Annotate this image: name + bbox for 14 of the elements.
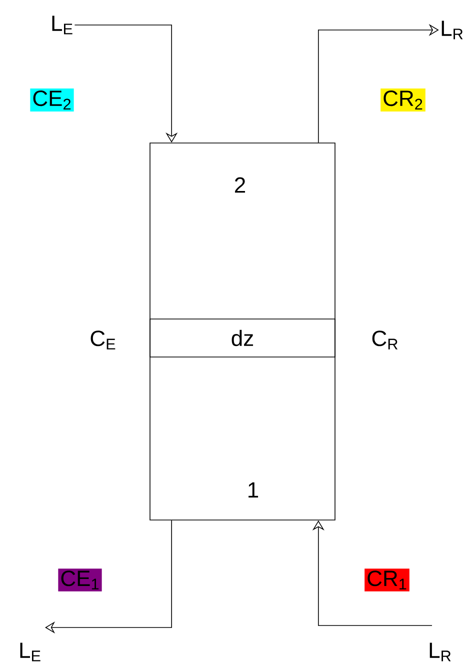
concentration-label: C$_{R}$ [372,330,398,350]
concentration-label: C$_{E}$ [90,330,116,350]
highlighted-label: CE$_{1}$ [58,568,102,592]
stream-label: L$_{E}$ [20,642,40,662]
slice-band: dz [150,318,336,358]
stream-label: L$_{R}$ [442,20,463,40]
arrow [45,520,172,634]
highlighted-label: CR$_{1}$ [364,568,410,592]
stream-label: L$_{R}$ [430,642,451,662]
highlighted-label: CR$_{2}$ [380,88,426,112]
section-number: 2 [235,177,246,193]
stream-label: L$_{E}$ [52,16,72,34]
highlighted-label: CE$_{2}$ [30,88,74,112]
section-number: 1 [248,482,258,498]
